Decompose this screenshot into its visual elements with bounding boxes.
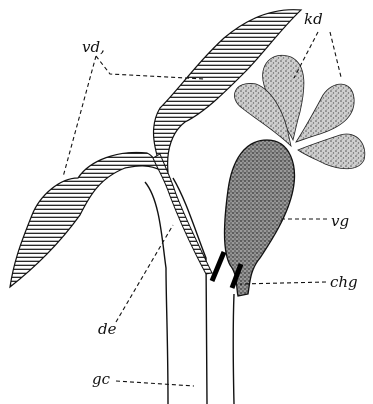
leader-kd-right bbox=[330, 32, 341, 77]
label-de: de bbox=[98, 322, 116, 337]
ductus-ejaculatorius bbox=[153, 154, 212, 274]
leader-vd-lower bbox=[63, 56, 96, 177]
leader-chg bbox=[240, 282, 326, 284]
label-vg: vg bbox=[331, 214, 349, 229]
leader-gc bbox=[116, 381, 194, 386]
vesicula-gland bbox=[225, 140, 295, 296]
leader-kd-left bbox=[294, 32, 318, 78]
leader-de bbox=[116, 225, 173, 322]
kd-gland-3 bbox=[296, 84, 354, 142]
chitinous-bar-left bbox=[212, 252, 224, 281]
label-chg: chg bbox=[330, 275, 358, 290]
kd-gland-4 bbox=[298, 134, 365, 169]
genital-canal bbox=[145, 178, 234, 404]
label-kd: kd bbox=[304, 12, 323, 27]
label-vas-deferens: vd, bbox=[82, 40, 105, 55]
label-gc: gc bbox=[92, 372, 110, 387]
vas-deferens-left bbox=[10, 152, 160, 287]
